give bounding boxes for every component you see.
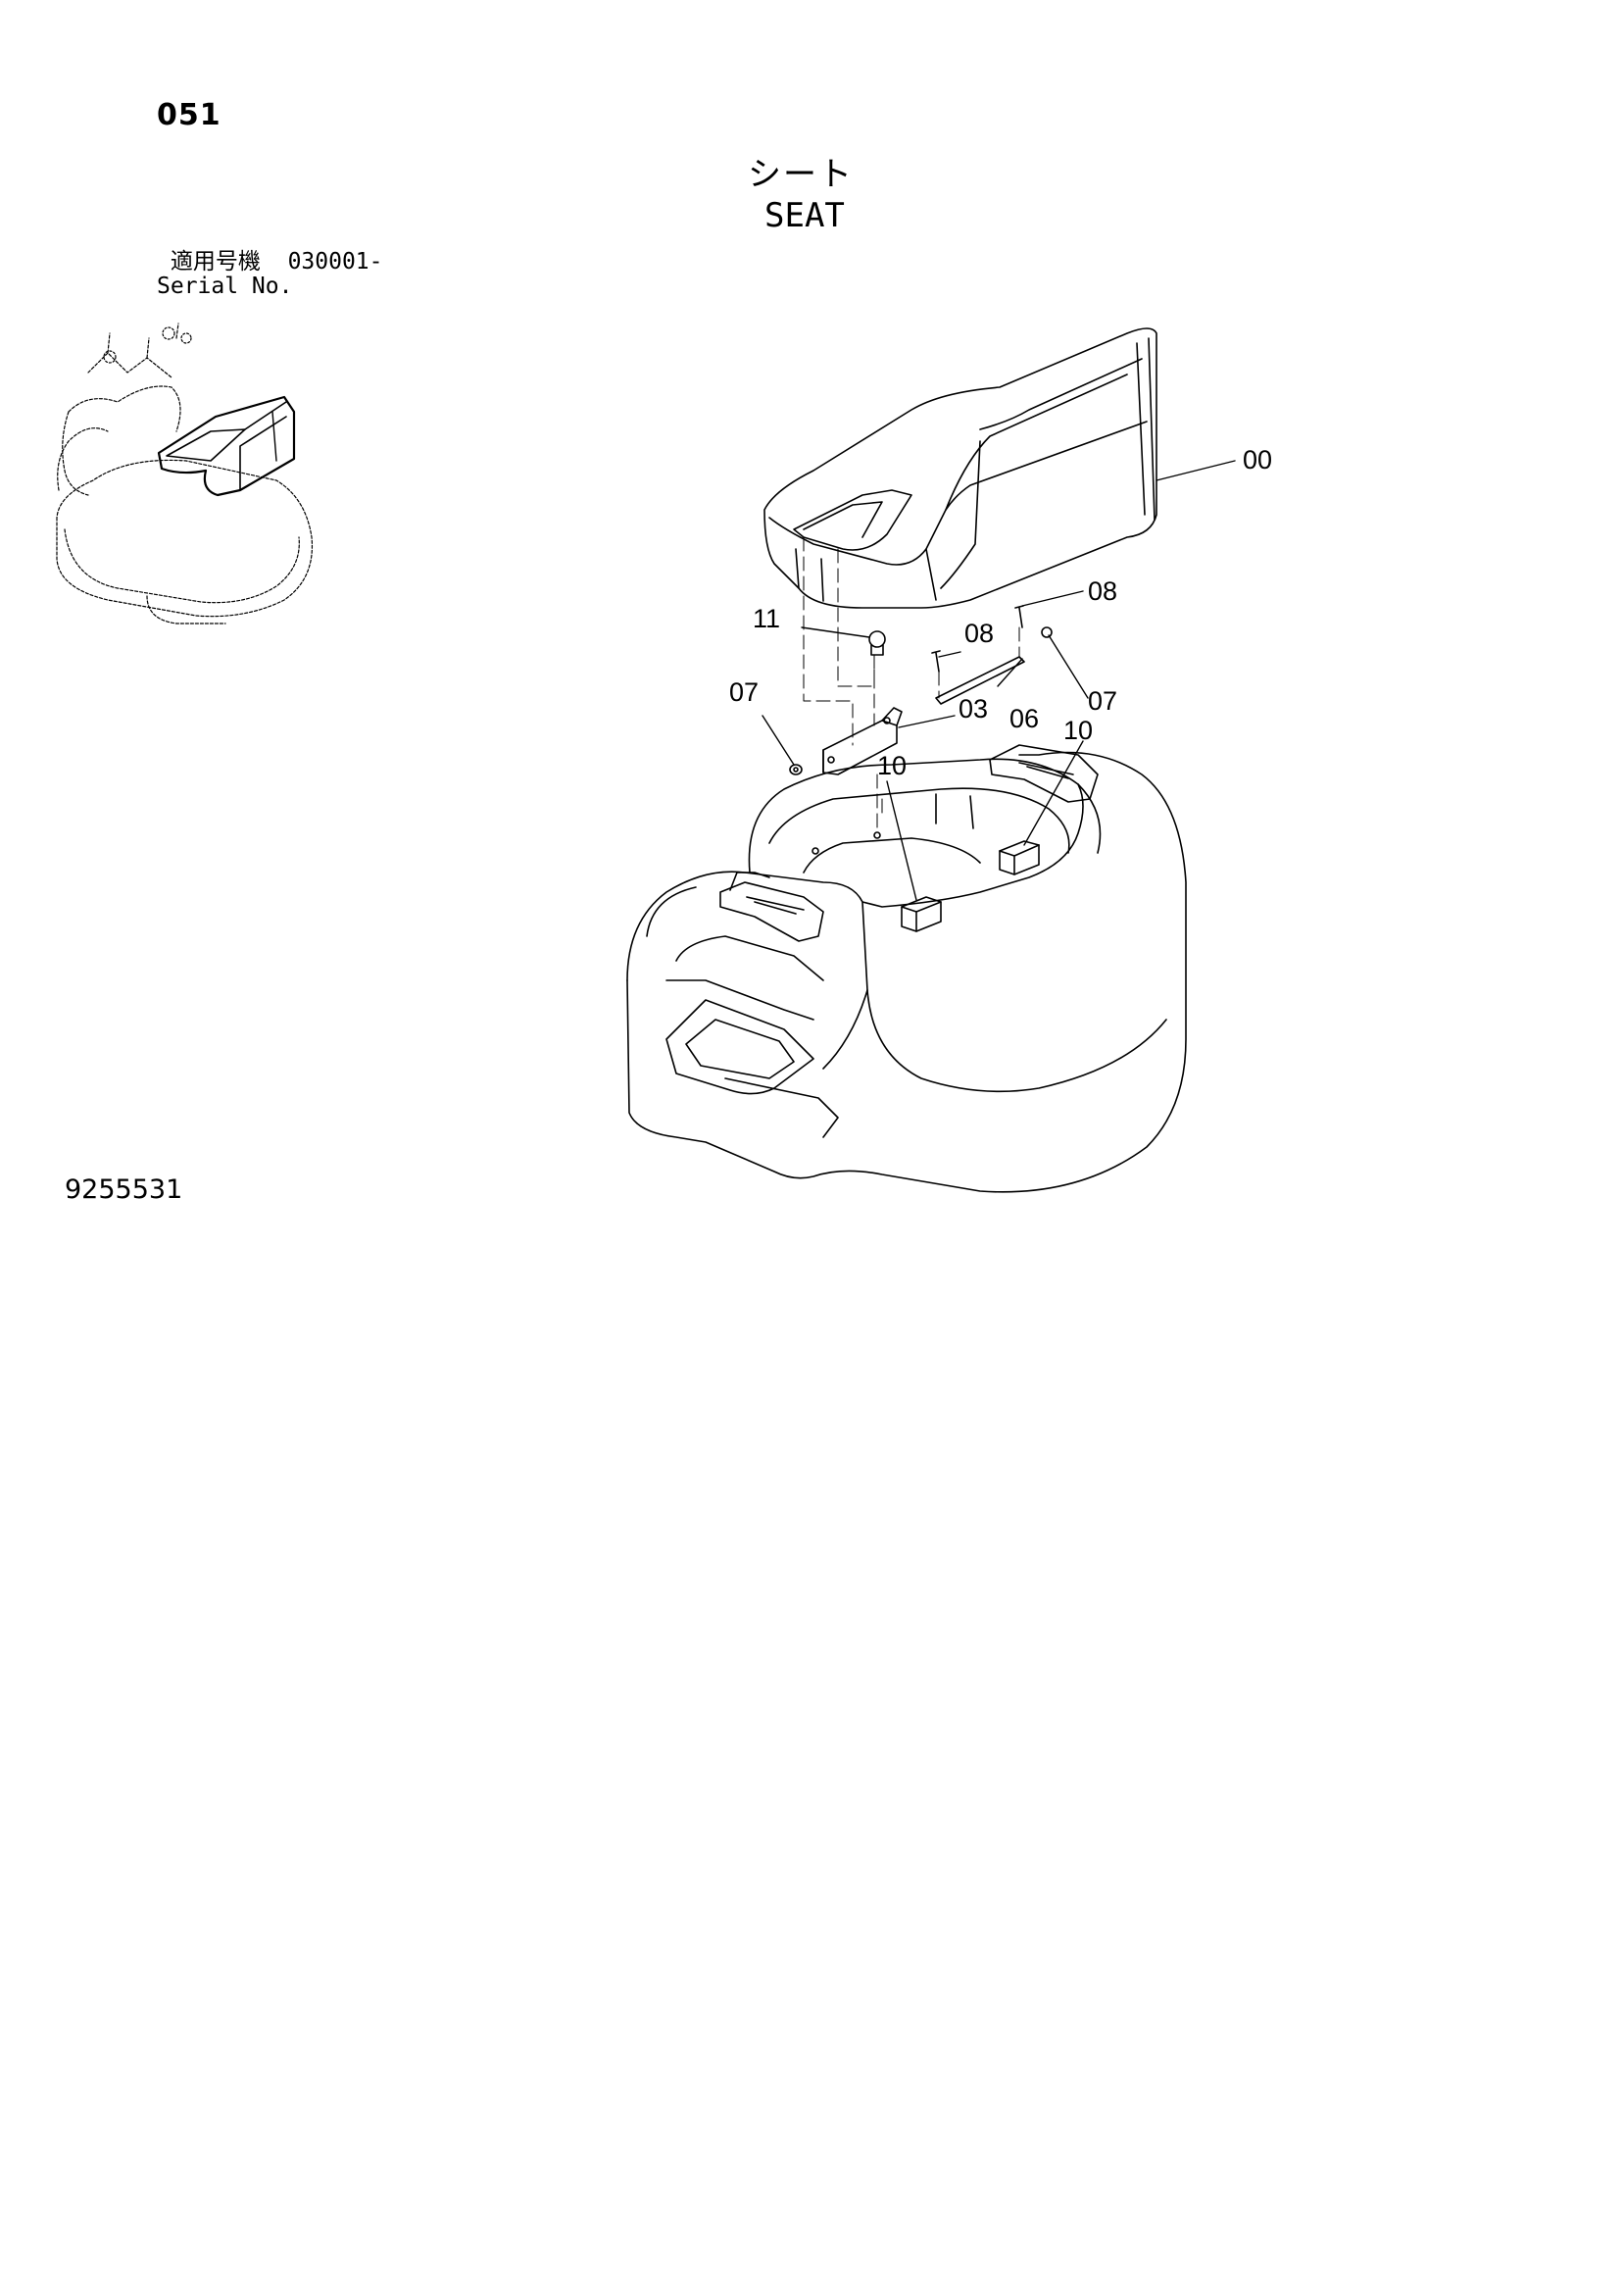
leader-lines	[762, 460, 1236, 901]
serial-block: 適用号機 030001- Serial No.	[157, 250, 383, 299]
callout-06: 06	[1009, 704, 1039, 733]
callout-08-right: 08	[1088, 576, 1117, 606]
callout-11: 11	[753, 604, 780, 633]
machine-body	[626, 744, 1187, 1193]
doc-number: 9255531	[65, 1174, 183, 1205]
title-english: SEAT	[764, 196, 845, 235]
serial-label-en: Serial No.	[157, 274, 293, 299]
assembly-lines	[803, 536, 1020, 834]
page-number: 051	[157, 98, 221, 132]
serial-label-jp: 適用号機	[170, 249, 261, 275]
serial-range: 030001-	[287, 249, 383, 275]
fasteners	[789, 605, 1053, 775]
bar-part-06	[935, 656, 1025, 705]
callout-labels: 00 08 11 08 07 03 06 07 10 10	[729, 445, 1272, 780]
bracket-part-03	[822, 707, 903, 775]
title-japanese: シート	[748, 155, 854, 194]
callout-07-right: 07	[1088, 686, 1117, 716]
callout-10-left: 10	[877, 751, 907, 780]
machine-thumbnail	[56, 323, 314, 624]
callout-03: 03	[959, 694, 988, 724]
callout-10-right: 10	[1063, 716, 1093, 745]
serial-line-jp: 適用号機 030001-	[157, 250, 383, 275]
seat-part-00	[763, 327, 1157, 609]
callout-08-left: 08	[964, 619, 994, 648]
callout-00: 00	[1243, 445, 1272, 474]
callout-07-left: 07	[729, 677, 759, 707]
